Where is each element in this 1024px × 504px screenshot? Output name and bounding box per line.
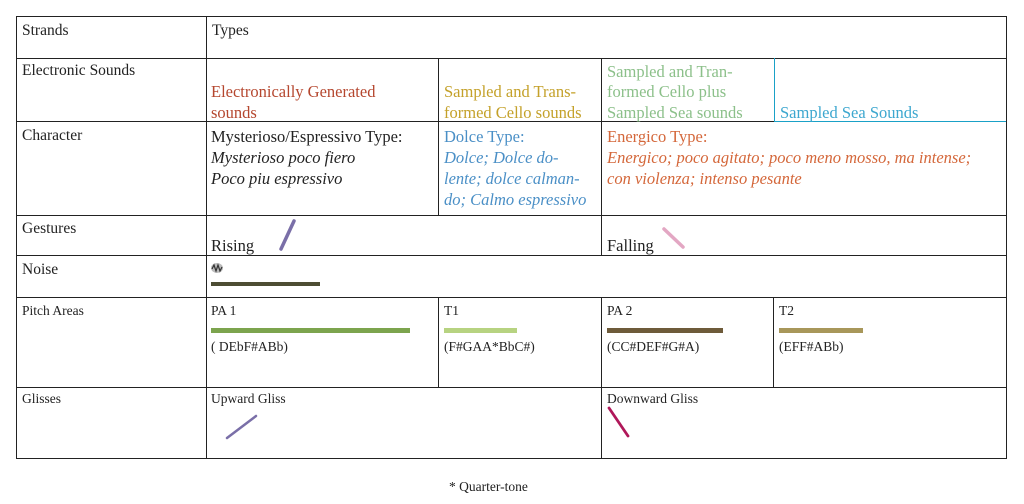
- noise-label: Noise: [22, 261, 59, 278]
- strands-label: Strands: [22, 22, 69, 39]
- downward-gliss-label: Downward Gliss: [607, 391, 699, 406]
- falling-gesture-mark: [662, 227, 685, 249]
- gestures-label: Gestures: [22, 220, 77, 237]
- upward-gliss-label: Upward Gliss: [211, 391, 286, 406]
- mysterioso-line2: Poco piu espressivo: [211, 169, 343, 188]
- dolce-type-title: Dolce Type:: [444, 127, 525, 146]
- t1-label: T1: [444, 303, 459, 318]
- pa1-notes: ( DEbF#ABb): [211, 339, 288, 354]
- pa2-label: PA 2: [607, 303, 633, 318]
- pa2-notes: (CC#DEF#G#A): [607, 339, 700, 354]
- dolce-line3: do; Calmo espressivo: [444, 190, 587, 209]
- noise-icon: [211, 263, 223, 273]
- glisses-label: Glisses: [22, 391, 62, 406]
- cello-sounds-line2: formed Cello sounds: [444, 103, 582, 122]
- electronic-generated-line1: Electronically Generated: [211, 82, 376, 101]
- downward-gliss-mark: [607, 406, 630, 438]
- t2-notes: (EFF#ABb): [779, 339, 844, 354]
- cello-sea-line2: formed Cello plus: [607, 82, 727, 101]
- dolce-line1: Dolce; Dolce do-: [444, 148, 559, 167]
- t1-bar: [444, 328, 517, 333]
- t1-notes: (F#GAA*BbC#): [444, 339, 535, 354]
- dolce-line2: lente; dolce calman-: [444, 169, 580, 188]
- falling-label: Falling: [607, 236, 654, 255]
- mysterioso-type-title: Mysterioso/Espressivo Type:: [211, 127, 403, 146]
- electronic-generated-line2: sounds: [211, 103, 257, 122]
- footnote: * Quarter-tone: [449, 479, 528, 494]
- cello-sea-line1: Sampled and Tran-: [607, 62, 733, 81]
- pa2-bar: [607, 328, 723, 333]
- t2-label: T2: [779, 303, 794, 318]
- energico-line1: Energico; poco agitato; poco meno mosso,…: [607, 148, 972, 167]
- t2-bar: [779, 328, 863, 333]
- electronic-sounds-label: Electronic Sounds: [22, 62, 136, 79]
- types-label: Types: [212, 22, 249, 39]
- mysterioso-line1: Mysterioso poco fiero: [211, 148, 356, 167]
- rising-label: Rising: [211, 236, 255, 255]
- pa1-bar: [211, 328, 410, 333]
- pa1-label: PA 1: [211, 303, 237, 318]
- upward-gliss-mark: [225, 414, 258, 440]
- rising-gesture-mark: [279, 219, 296, 251]
- sea-sounds-label: Sampled Sea Sounds: [780, 103, 919, 122]
- cello-sea-line3: Sampled Sea sounds: [607, 103, 743, 122]
- cello-sounds-line1: Sampled and Trans-: [444, 82, 576, 101]
- pitch-areas-label: Pitch Areas: [22, 303, 84, 318]
- energico-line2: con violenza; intenso pesante: [607, 169, 802, 188]
- energico-type-title: Energico Type:: [607, 127, 708, 146]
- character-label: Character: [22, 127, 83, 144]
- noise-bar: [211, 282, 320, 286]
